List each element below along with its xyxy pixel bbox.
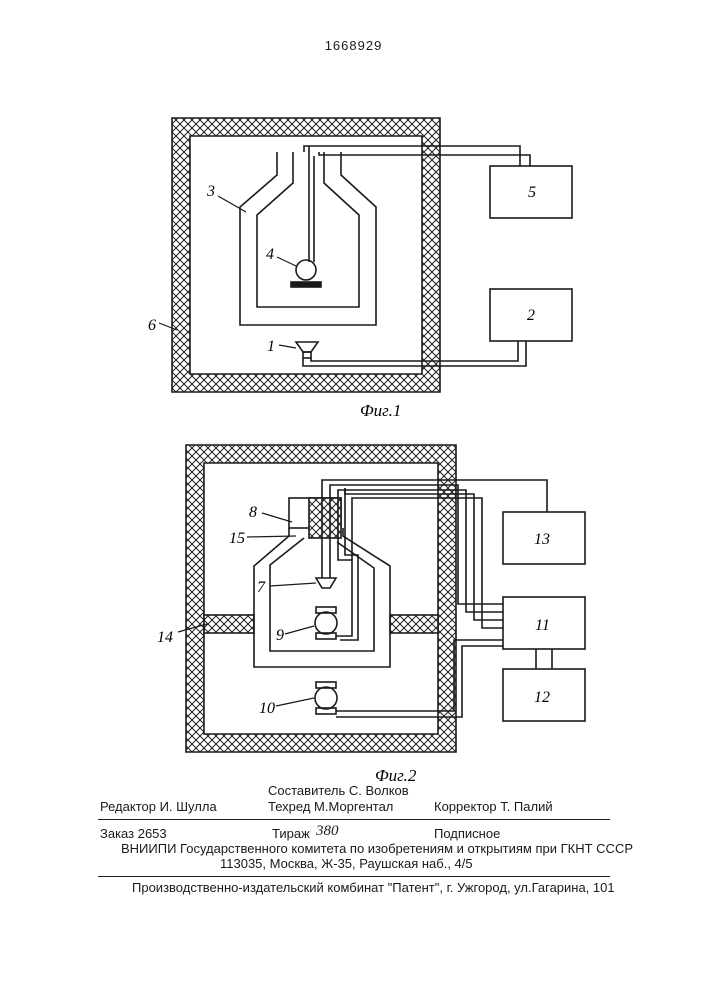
label-6: 6 bbox=[148, 317, 156, 334]
label-8: 8 bbox=[249, 504, 257, 521]
label-14: 14 bbox=[157, 629, 173, 646]
editor-line: Редактор И. Шулла bbox=[100, 799, 217, 814]
fig1-caption: Фиг.1 bbox=[360, 401, 401, 420]
label-9: 9 bbox=[276, 627, 284, 644]
receiver-9 bbox=[315, 612, 337, 634]
sample-4 bbox=[296, 260, 316, 280]
vniipi-line: ВНИИПИ Государственного комитета по изоб… bbox=[121, 841, 633, 856]
order-line: Заказ 2653 bbox=[100, 826, 167, 841]
label-12: 12 bbox=[534, 689, 550, 706]
label-5: 5 bbox=[528, 184, 536, 201]
label-11: 11 bbox=[535, 617, 550, 634]
emitter-1 bbox=[296, 342, 318, 352]
emitter-7 bbox=[316, 578, 336, 588]
chamber-wall-6 bbox=[172, 118, 440, 392]
label-7: 7 bbox=[257, 579, 266, 596]
dewar-vessel-3 bbox=[240, 152, 376, 325]
divider-1 bbox=[98, 819, 610, 820]
tirazh-label: Тираж bbox=[272, 826, 310, 841]
label-10: 10 bbox=[259, 700, 275, 717]
address-line: 113035, Москва, Ж-35, Раушская наб., 4/5 bbox=[220, 856, 473, 871]
receiver-10 bbox=[315, 687, 337, 709]
partition-14-right bbox=[390, 615, 438, 633]
tirazh-value: 380 bbox=[316, 823, 339, 840]
partition-14-left bbox=[204, 615, 254, 633]
divider-2 bbox=[98, 876, 610, 877]
figure-1 bbox=[172, 118, 572, 392]
label-13: 13 bbox=[534, 531, 550, 548]
chamber-wall-2 bbox=[186, 445, 456, 752]
subscription-line: Подписное bbox=[434, 826, 500, 841]
corrector-line: Корректор Т. Палий bbox=[434, 799, 553, 814]
label-4: 4 bbox=[266, 246, 274, 263]
label-1: 1 bbox=[267, 338, 275, 355]
figure-2 bbox=[186, 445, 585, 752]
label-15: 15 bbox=[229, 530, 245, 547]
publisher-line: Производственно-издательский комбинат "П… bbox=[132, 880, 615, 895]
techred-line: Техред М.Моргентал bbox=[268, 799, 393, 814]
compiler-line: Составитель С. Волков bbox=[268, 783, 409, 798]
label-2: 2 bbox=[527, 307, 535, 324]
label-3: 3 bbox=[206, 183, 215, 200]
